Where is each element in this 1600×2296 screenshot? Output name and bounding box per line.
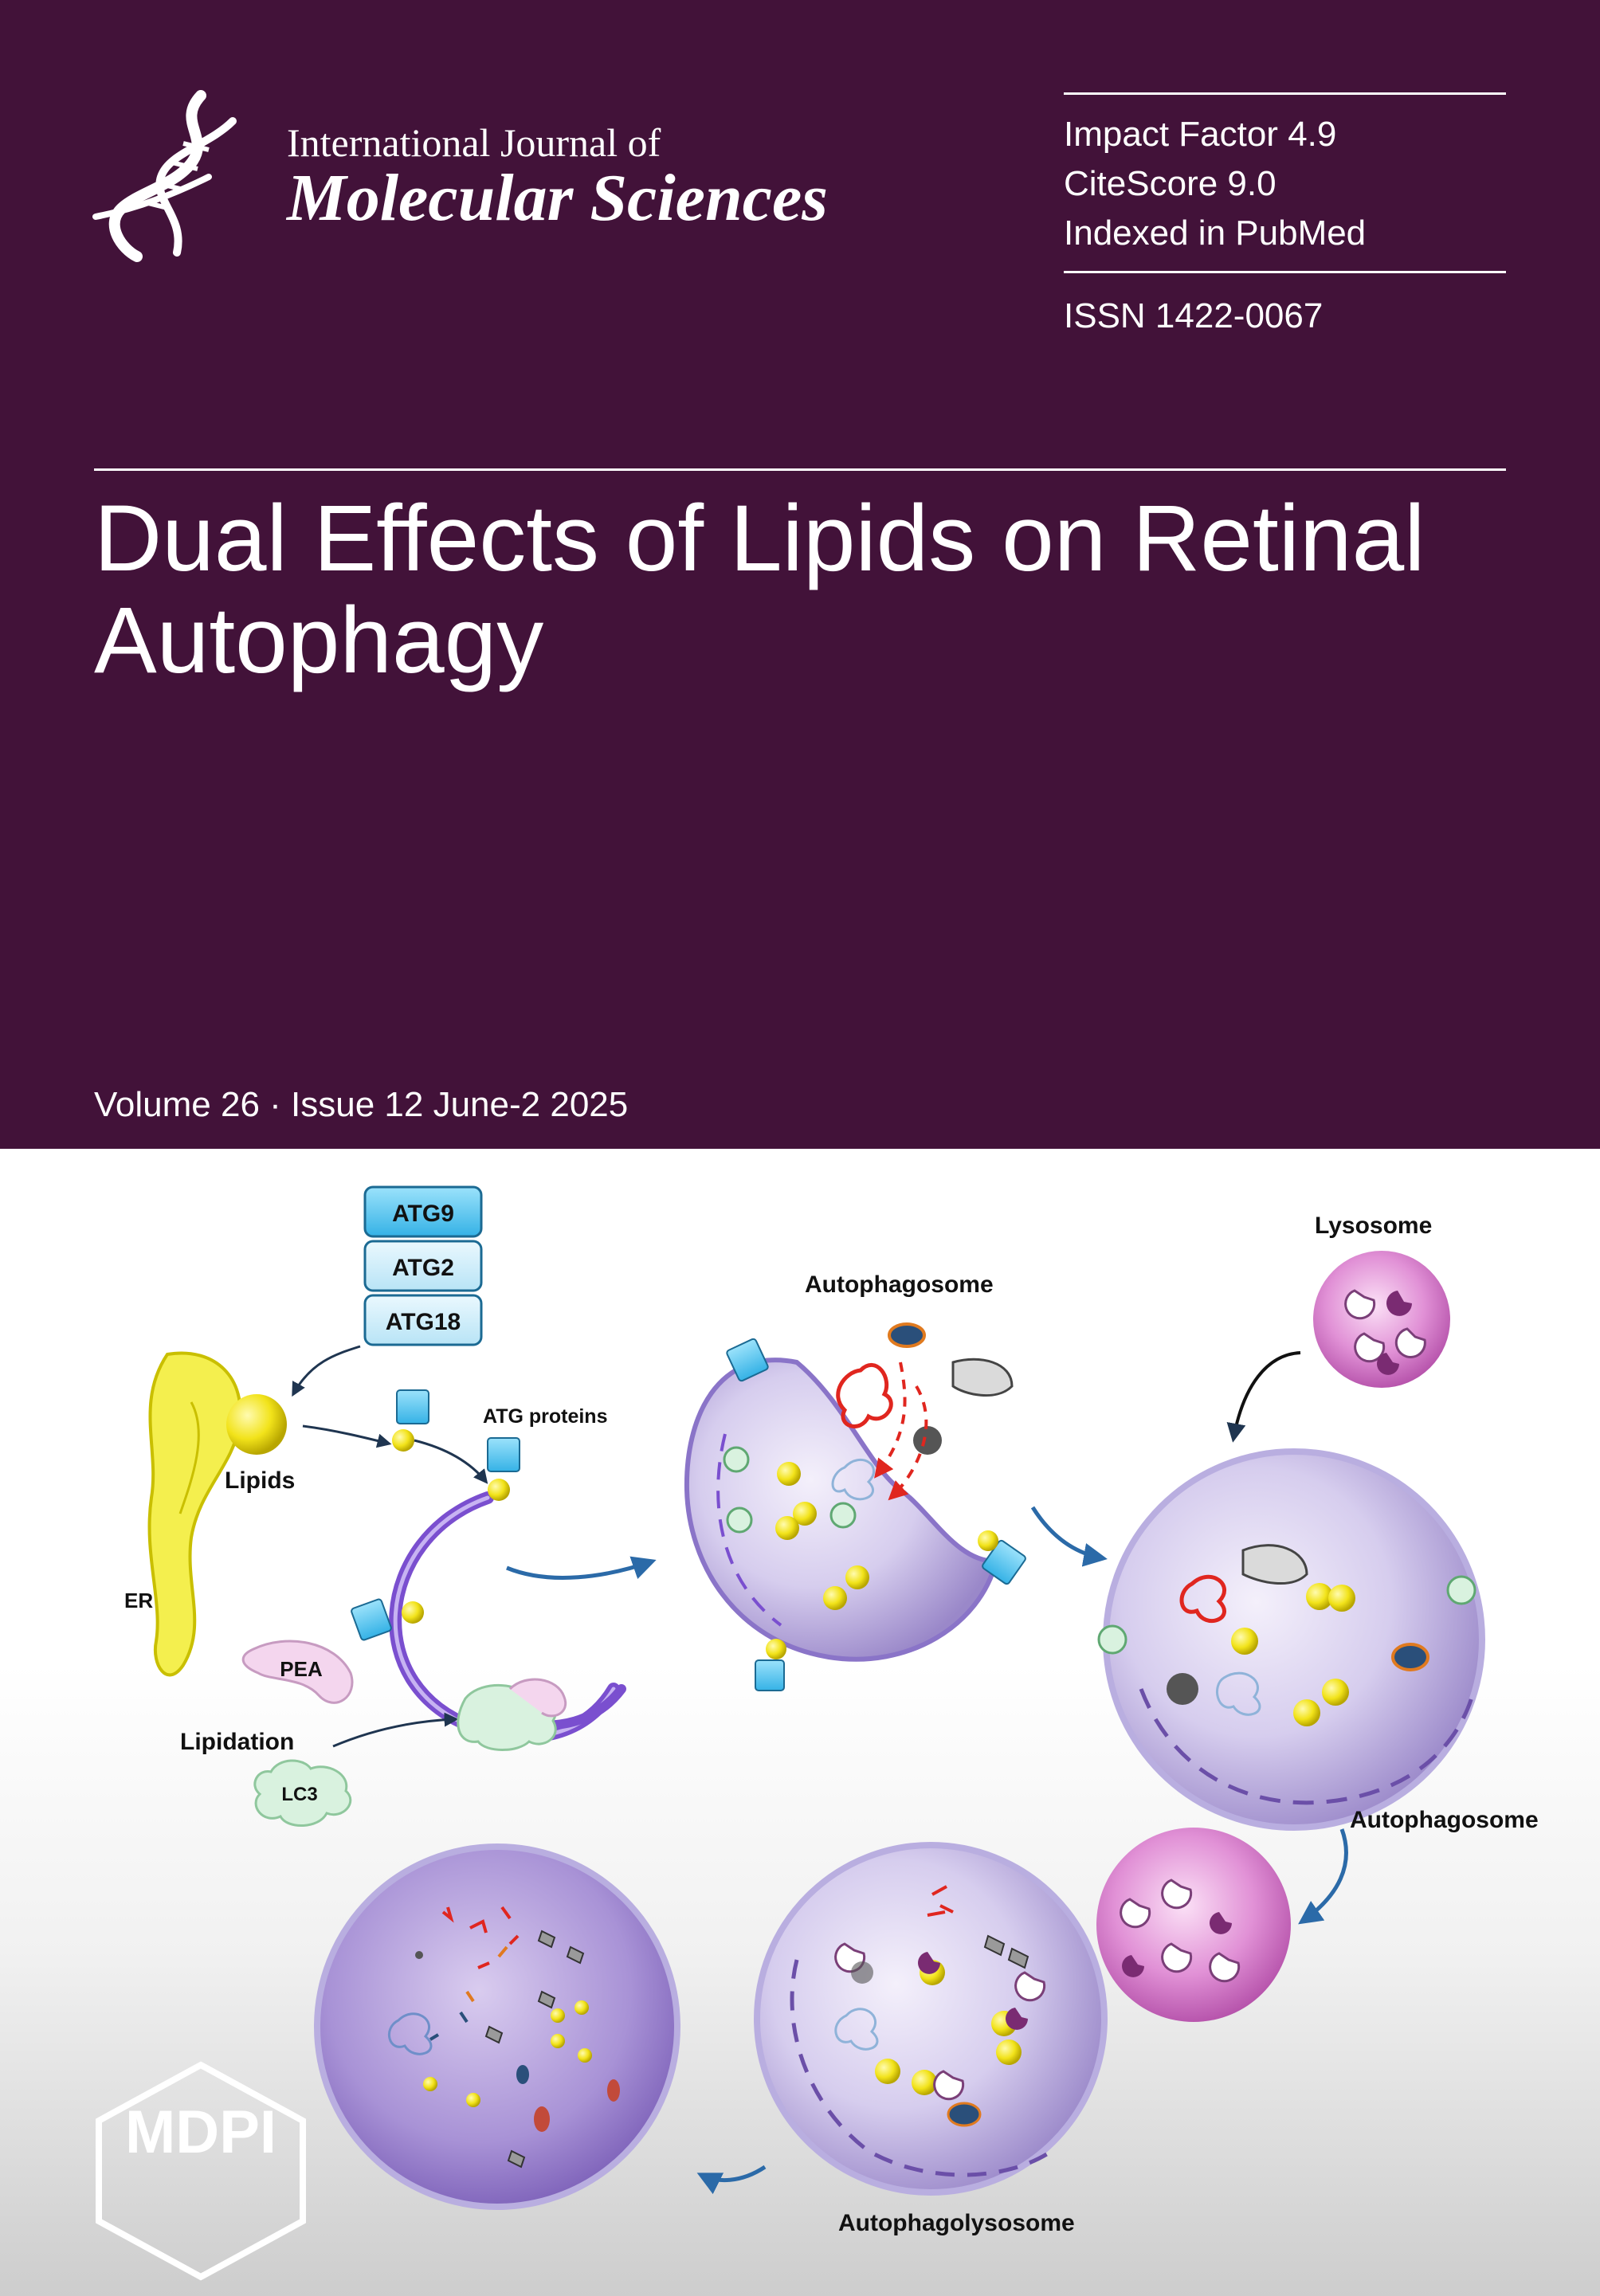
pea-molecule: PEA <box>241 1640 354 1704</box>
lipidation-arrow <box>332 1712 459 1748</box>
er-structure <box>147 1351 287 1677</box>
title-rule <box>94 468 1506 471</box>
citescore: CiteScore 9.0 <box>1064 164 1276 203</box>
autophagolysosome-label: Autophagolysosome <box>838 2210 1075 2236</box>
autophagy-diagram: ATG9 ATG2 ATG18 Lipids ER <box>96 1185 1539 2281</box>
atg-proteins-label: ATG proteins <box>483 1405 607 1428</box>
phagophore-to-autophagosome-arrow <box>506 1556 657 1580</box>
lysosome <box>1313 1251 1450 1388</box>
lc3-label: LC3 <box>281 1784 317 1805</box>
lc3-molecule: LC3 <box>253 1759 352 1827</box>
issn: ISSN 1422-0067 <box>1064 296 1324 335</box>
lipid-transfer-arrow-1 <box>302 1424 392 1448</box>
lysosome-fusion-arrow <box>1226 1351 1301 1443</box>
pea-label: PEA <box>280 1657 323 1681</box>
lipids-label: Lipids <box>225 1467 295 1494</box>
cargo-entering <box>836 1322 1014 1501</box>
journal-name-line1: International Journal of <box>287 120 661 165</box>
autophagolysosome-to-degraded-arrow <box>696 2165 767 2195</box>
lysosome-label: Lysosome <box>1315 1213 1432 1239</box>
metrics-top-rule <box>1064 92 1506 95</box>
degraded-contents-vesicle <box>314 1843 680 2210</box>
lipid-droplet-large <box>226 1394 287 1455</box>
fusing-lysosome <box>1096 1828 1291 2022</box>
lipidation-label: Lipidation <box>180 1729 294 1755</box>
impact-factor: Impact Factor 4.9 <box>1064 115 1337 154</box>
autophagolysosome <box>754 1842 1108 2196</box>
cover-header: International Journal of Molecular Scien… <box>0 0 1600 1149</box>
atg9-label: ATG9 <box>392 1201 454 1227</box>
atg-protein-stack: ATG9 ATG2 ATG18 <box>363 1185 483 1346</box>
pea-bound <box>508 1678 567 1718</box>
er-label: ER <box>124 1589 153 1612</box>
dna-helix-logo <box>92 90 237 262</box>
cover-figure: ATG9 ATG2 ATG18 Lipids ER <box>0 1149 1600 2296</box>
atg2-label: ATG2 <box>392 1255 454 1281</box>
atg18-label: ATG18 <box>386 1309 461 1335</box>
mature-autophagosome <box>1097 1448 1485 1831</box>
volume-issue: Volume 26 · Issue 12 June-2 2025 <box>94 1085 629 1124</box>
mdpi-wordmark: MDPI <box>125 2098 276 2166</box>
atg-to-er-arrow <box>292 1345 361 1397</box>
lipid-transfer-arrow-2 <box>414 1439 488 1484</box>
article-title: Dual Effects of Lipids on Retinal Autoph… <box>94 486 1425 693</box>
phagophore <box>351 1389 626 1743</box>
forming-to-mature-arrow <box>1030 1506 1108 1567</box>
journal-name-line2: Molecular Sciences <box>287 161 828 235</box>
mdpi-logo: MDPI <box>96 2061 306 2281</box>
autophagosome-top-label: Autophagosome <box>805 1271 994 1298</box>
indexed-in-pubmed: Indexed in PubMed <box>1064 214 1367 253</box>
mature-to-fusion-arrow <box>1298 1828 1348 1925</box>
metrics-bottom-rule <box>1064 271 1506 273</box>
autophagosome-right-label: Autophagosome <box>1350 1807 1539 1833</box>
